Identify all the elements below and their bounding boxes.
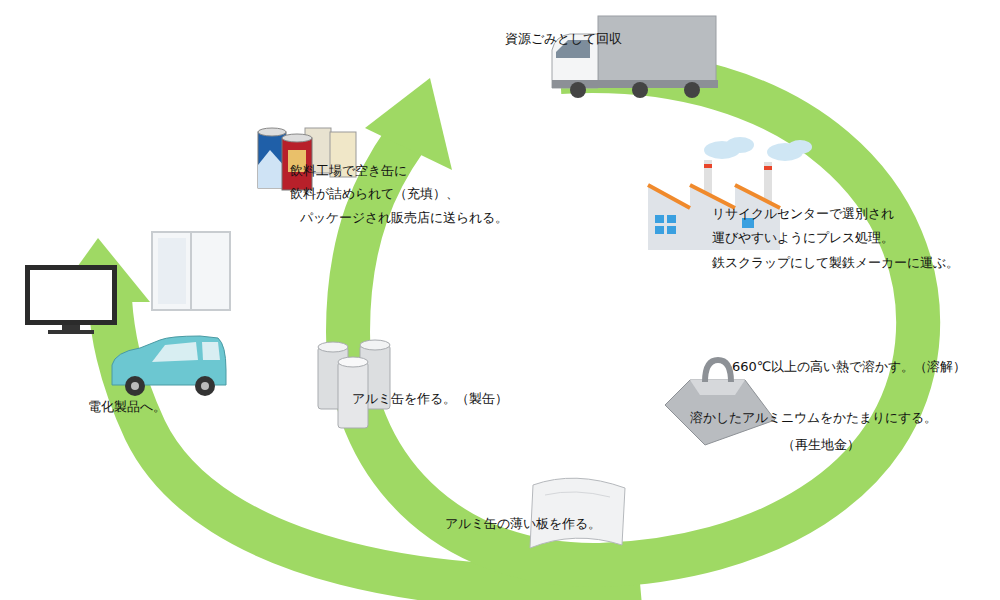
step-label: リサイクルセンターで選別され — [712, 205, 894, 222]
step-label: 660℃以上の高い熱で溶かす。（溶解） — [732, 358, 966, 375]
step-label: 飲料が詰められて（充填）、 — [290, 185, 459, 202]
window — [152, 232, 230, 310]
truck — [552, 16, 718, 98]
television — [25, 265, 117, 334]
step-label: 資源ごみとして回収 — [505, 30, 622, 47]
can-bodies — [318, 340, 390, 428]
cycle-arrow — [110, 71, 918, 587]
step-label: 運びやすいようにプレス処理。 — [712, 229, 894, 246]
step-label: 溶かしたアルミニウムをかたまりにする。 — [690, 409, 937, 426]
step-label: パッケージされ販売店に送られる。 — [300, 209, 508, 226]
aluminium-sheet — [530, 478, 625, 548]
step-label: 電化製品へ。 — [88, 398, 166, 415]
step-label: アルミ缶を作る。（製缶） — [352, 390, 508, 407]
arrow-head — [365, 78, 452, 170]
step-label: 鉄スクラップにして製鉄メーカーに運ぶ。 — [712, 254, 959, 271]
car — [112, 336, 226, 396]
step-label: アルミ缶の薄い板を作る。 — [445, 515, 601, 532]
step-label: 飲料工場で空き缶に — [290, 162, 407, 179]
drink-cans — [258, 128, 356, 190]
step-label: （再生地金） — [782, 436, 860, 453]
